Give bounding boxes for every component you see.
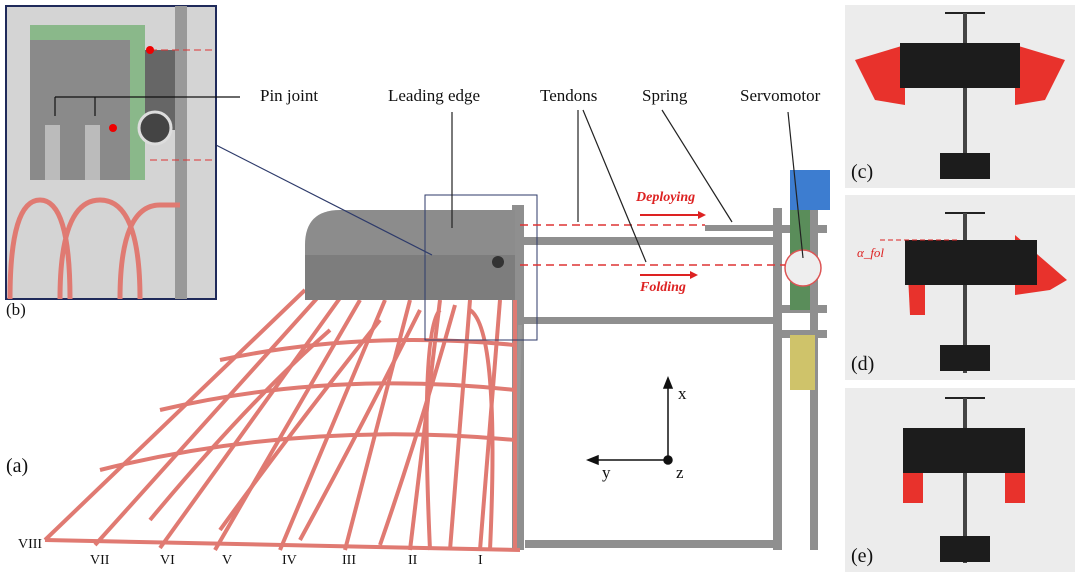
folding-label: Folding [640, 280, 686, 295]
panel-label-a: (a) [6, 455, 29, 477]
panel-label-d: (d) [851, 353, 875, 375]
photo-panel-e: (e) [845, 388, 1075, 572]
photo-panel-c: (c) [845, 5, 1075, 188]
inset-b [5, 5, 240, 300]
deploying-label: Deploying [636, 190, 696, 205]
servo-housing [790, 170, 830, 210]
leading-edge-label: Leading edge [388, 86, 481, 105]
feather-label: VII [90, 553, 110, 568]
axis-y-label: y [602, 463, 611, 482]
wing-feathers [43, 288, 521, 552]
feather-label: IV [282, 553, 297, 568]
servomotor-label: Servomotor [740, 86, 821, 105]
feather-label: VIII [18, 537, 43, 552]
axis-z-label: z [676, 463, 684, 482]
alpha-fol-label: α_fol [857, 245, 885, 260]
servo-pulley [784, 249, 822, 287]
feather-label: II [408, 553, 418, 568]
frame [512, 170, 830, 550]
pin-joint-label: Pin joint [260, 86, 319, 105]
feather-label: III [342, 553, 356, 568]
tendons-label: Tendons [540, 86, 598, 105]
axis-x-label: x [678, 384, 687, 403]
spring-label: Spring [642, 86, 688, 105]
panel-label-e: (e) [851, 545, 874, 567]
panel-label-b: (b) [6, 300, 26, 319]
feather-label: V [222, 553, 233, 568]
feather-label: VI [160, 553, 175, 568]
feather-label: I [478, 553, 483, 568]
panel-label-c: (c) [851, 161, 874, 183]
photo-panel-d: α_fol (d) [845, 195, 1075, 380]
coordinate-axes [585, 375, 674, 466]
